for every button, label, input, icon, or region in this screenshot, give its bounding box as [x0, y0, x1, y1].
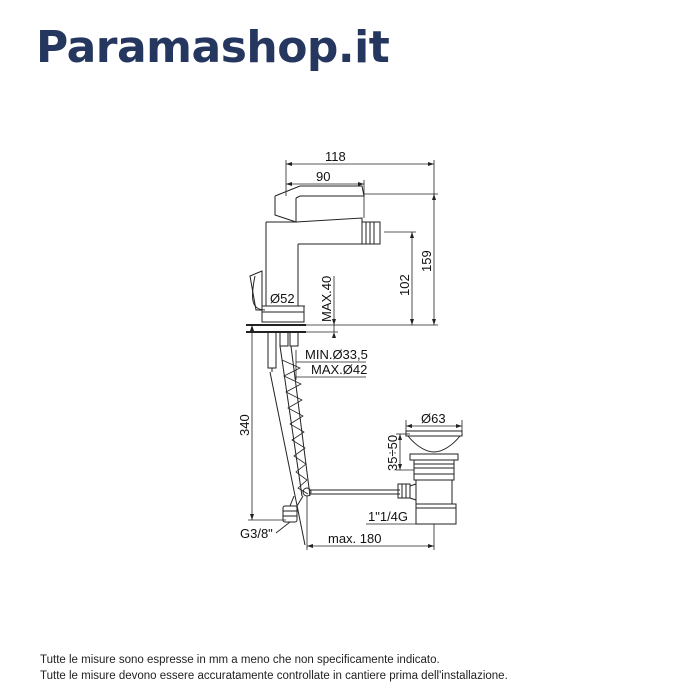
dim-min-hole: MIN.Ø33,5 — [305, 347, 368, 362]
dim-waste-range: 35÷50 — [385, 435, 400, 471]
dim-waste-thread: 1"1/4G — [368, 509, 408, 524]
dim-rod-length: max. 180 — [328, 531, 381, 546]
dim-waste-diameter: Ø63 — [421, 411, 446, 426]
verification-note: Tutte le misure devono essere accuratame… — [40, 670, 508, 682]
dim-max-deck: MAX.40 — [319, 276, 334, 322]
dim-connection: G3/8" — [240, 526, 273, 541]
dim-max-hole: MAX.Ø42 — [311, 362, 367, 377]
dimension-arrows — [250, 162, 462, 548]
dim-hose-length: 340 — [237, 414, 252, 436]
measurement-note: Tutte le misure sono espresse in mm a me… — [40, 654, 440, 666]
dim-total-width: 118 — [325, 149, 346, 164]
dim-total-height: 159 — [419, 250, 434, 272]
flexible-hose — [279, 345, 311, 523]
brand-logo: Paramashop.it — [36, 22, 390, 73]
linkage-rod — [269, 371, 400, 546]
dim-base-diameter: Ø52 — [270, 291, 295, 306]
dim-outlet-height: 102 — [397, 274, 412, 296]
faucet-body — [246, 185, 381, 372]
dim-spout-reach: 90 — [316, 169, 330, 184]
dimension-lines — [248, 160, 463, 550]
